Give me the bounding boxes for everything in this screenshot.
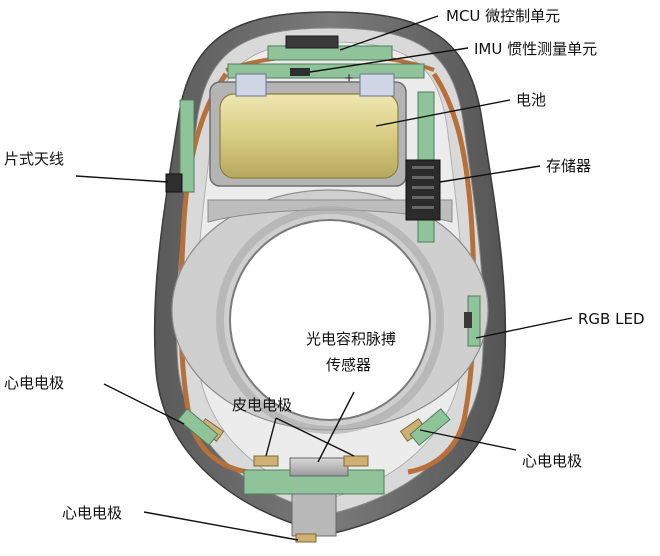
label-ecg-left: 心电电极: [4, 374, 65, 392]
left-electrode-pcb: [177, 408, 219, 446]
leader-antenna: [75, 175, 169, 183]
label-storage: 存储器: [546, 157, 592, 175]
label-ecg-bottom: 心电电极: [62, 504, 123, 522]
label-ecg-right: 心电电极: [522, 452, 583, 470]
leader-skin-right: [275, 417, 355, 457]
leader-ecg-left: [103, 383, 185, 425]
leader-ppg: [317, 391, 355, 463]
finger-hole-rim: [216, 206, 444, 434]
ppg-sensor-block: [289, 457, 349, 477]
leader-imu: [309, 47, 469, 73]
battery-tab-left: [235, 73, 267, 97]
leader-rgb-led: [475, 317, 573, 339]
leader-ecg-bottom: [143, 511, 299, 541]
svg-text:+: +: [344, 71, 354, 85]
label-ppg-line1: 光电容积脉搏: [306, 330, 397, 348]
mcu-chip: [285, 35, 339, 49]
label-ppg-line2: 传感器: [326, 356, 372, 374]
label-rgb-led: RGB LED: [578, 310, 645, 328]
leader-battery: [375, 99, 511, 127]
battery-cell: [219, 93, 399, 179]
leader-lines: [75, 15, 573, 541]
left-side-pcb: [179, 99, 195, 193]
leader-ecg-right: [419, 429, 517, 451]
label-mcu: MCU 微控制单元: [446, 7, 561, 25]
chip-antenna: [165, 173, 183, 193]
leader-skin-left: [265, 417, 277, 457]
ecg-electrode-bottom: [295, 533, 317, 543]
bottom-connector: [291, 493, 337, 537]
label-antenna: 片式天线: [4, 150, 65, 168]
imu-chip: [290, 68, 310, 76]
leader-storage: [439, 165, 541, 183]
skin-electrode-left: [253, 455, 279, 467]
rgb-led: [464, 312, 472, 328]
storage-chip-pins: [412, 166, 434, 209]
skin-electrode-right: [343, 455, 369, 467]
storage-chip: [405, 159, 441, 221]
leader-mcu: [339, 15, 439, 51]
label-skin-electrode: 皮电电极: [232, 396, 293, 414]
battery-tab-right: [359, 73, 395, 97]
label-battery: 电池: [516, 91, 547, 109]
label-imu: IMU 惯性测量单元: [474, 40, 598, 58]
finger-hole: [229, 219, 431, 421]
